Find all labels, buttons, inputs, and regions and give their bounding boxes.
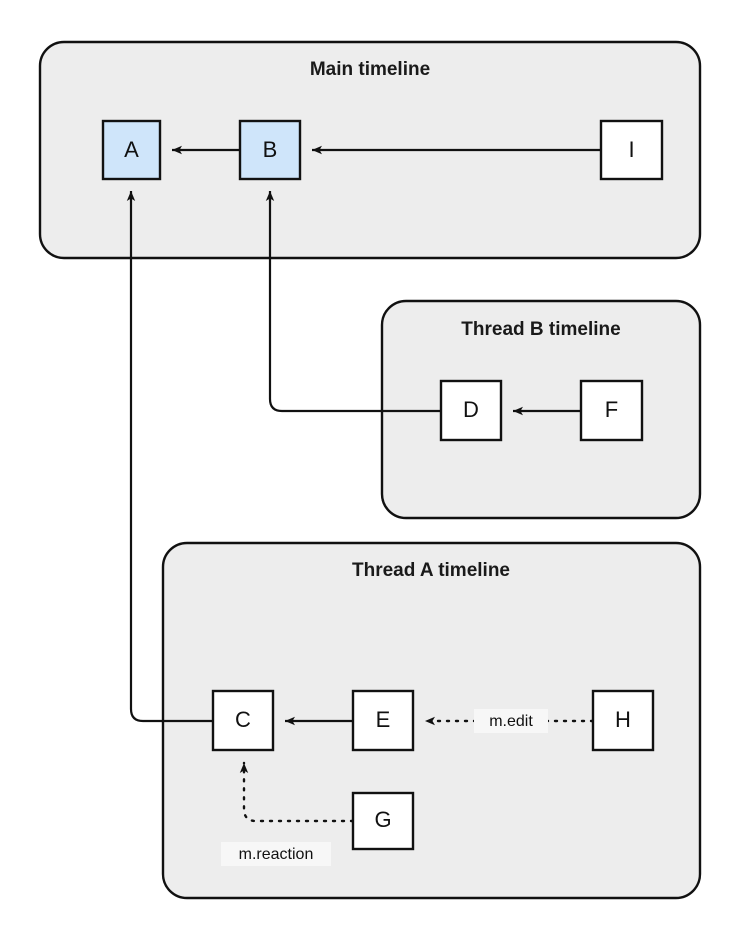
group-thread-a-timeline-title: Thread A timeline (352, 560, 510, 581)
edge-d-to-b (265, 191, 441, 413)
node-i-label: I (628, 137, 634, 162)
edge-label-m-edit: m.edit (474, 709, 548, 733)
node-e-label: E (376, 707, 391, 732)
node-a-label: A (124, 137, 139, 162)
node-a-box[interactable] (101, 119, 162, 181)
node-f-label: F (605, 397, 618, 422)
node-g-box[interactable] (351, 791, 415, 851)
node-d-box[interactable] (439, 379, 503, 442)
edge-label-m-reaction-text: m.reaction (239, 846, 314, 863)
node-c-box[interactable] (211, 689, 275, 752)
group-main-timeline-title: Main timeline (310, 59, 430, 80)
edge-label-m-edit-text: m.edit (489, 713, 533, 730)
edge-label-m-edit-halo (474, 709, 548, 733)
node-g-label: G (374, 807, 391, 832)
node-i-box[interactable] (599, 119, 664, 181)
group-thread-b-timeline: Thread B timeline (380, 299, 702, 520)
node-i[interactable]: I (599, 119, 664, 181)
node-d[interactable]: D (439, 379, 503, 442)
node-a[interactable]: A (101, 119, 162, 181)
edge-g-to-c (239, 761, 355, 823)
node-b-label: B (263, 137, 278, 162)
node-c-label: C (235, 707, 251, 732)
node-h-label: H (615, 707, 631, 732)
edge-label-m-reaction-halo (221, 842, 331, 866)
node-g[interactable]: G (351, 791, 415, 851)
group-thread-b-timeline-title: Thread B timeline (461, 319, 620, 340)
node-b[interactable]: B (238, 119, 302, 181)
edge-c-to-a (126, 191, 213, 723)
node-e[interactable]: E (351, 689, 415, 752)
node-c[interactable]: C (211, 689, 275, 752)
node-h[interactable]: H (591, 689, 655, 752)
node-e-box[interactable] (351, 689, 415, 752)
node-d-label: D (463, 397, 479, 422)
node-f[interactable]: F (579, 379, 644, 442)
edge-label-m-reaction: m.reaction (221, 842, 331, 866)
node-f-box[interactable] (579, 379, 644, 442)
group-thread-b-timeline-box (380, 299, 702, 520)
node-h-box[interactable] (591, 689, 655, 752)
node-b-box[interactable] (238, 119, 302, 181)
